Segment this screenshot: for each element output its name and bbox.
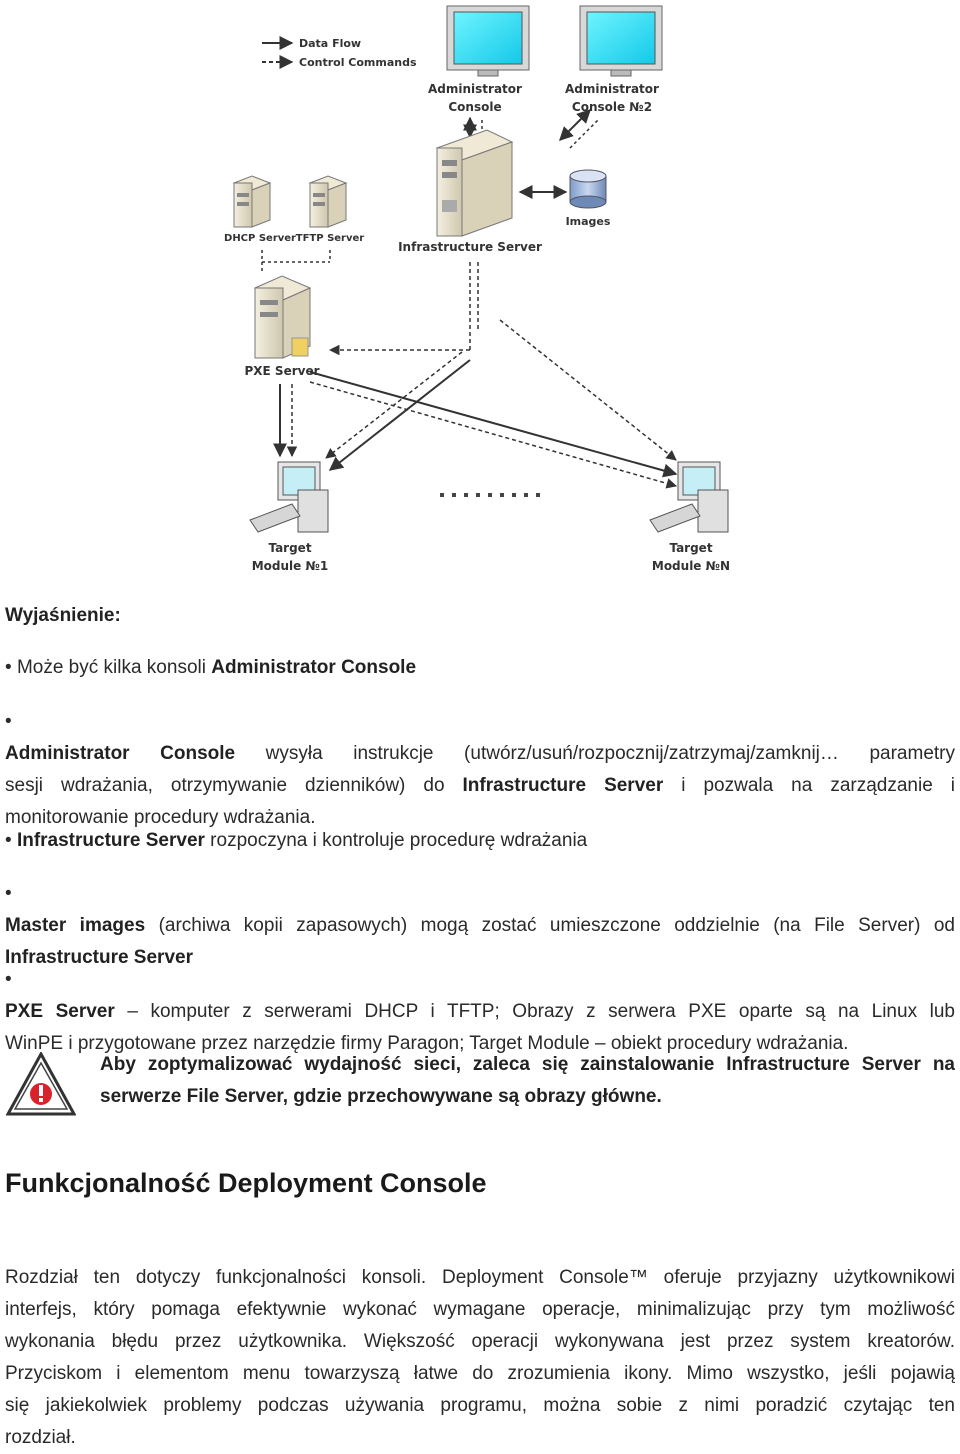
pxe-server-icon (253, 275, 312, 359)
pxe-server-label: PXE Server (245, 364, 320, 378)
dhcp-server-label: DHCP Server (224, 233, 296, 244)
ellipsis-dots (440, 493, 540, 497)
admin-console-1-label: Administrator (428, 82, 522, 96)
deployment-architecture-diagram: Data Flow Control Commands Administrator… (224, 5, 730, 573)
target-module-n-icon (649, 461, 729, 533)
bullet-multiple-consoles: Może być kilka konsoli Administrator Con… (5, 652, 955, 684)
diagram-legend: Data Flow Control Commands (262, 36, 417, 69)
images-database-icon (569, 169, 607, 209)
target-module-n-label: Target (669, 541, 712, 555)
target-module-1-label-2: Module №1 (252, 559, 329, 573)
bullet-admin-console: Administrator Console wysyła instrukcje … (5, 706, 955, 834)
admin-console-2-label: Administrator (565, 82, 659, 96)
section-paragraph: Rozdział ten dotyczy funkcjonalności kon… (5, 1267, 955, 1448)
infrastructure-server-label: Infrastructure Server (398, 240, 542, 254)
explanation-heading: Wyjaśnienie: (5, 605, 121, 626)
bullet-infrastructure-server: Infrastructure Server rozpoczyna i kontr… (5, 825, 955, 857)
target-module-n-label-2: Module №N (652, 559, 730, 573)
legend-control-commands: Control Commands (299, 56, 417, 69)
warning-note: Aby zoptymalizować wydajność sieci, zale… (100, 1054, 955, 1107)
dhcp-server-icon (232, 175, 272, 228)
target-module-1-icon (249, 461, 329, 533)
infrastructure-server-icon (435, 129, 514, 237)
target-module-1-label: Target (268, 541, 311, 555)
tftp-server-label: TFTP Server (296, 233, 365, 244)
admin-console-1-label-2: Console (448, 100, 501, 114)
tftp-server-icon (308, 175, 348, 228)
admin-console-1-icon (446, 5, 530, 77)
bullet-master-images: Master images (archiwa kopii zapasowych)… (5, 878, 955, 974)
admin-console-2-label-2: Console №2 (572, 100, 652, 114)
warning-icon (6, 1052, 76, 1116)
images-label: Images (566, 215, 611, 228)
section-title: Funkcjonalność Deployment Console (5, 1168, 487, 1198)
admin-console-2-icon (579, 5, 663, 77)
bullet-pxe-server: PXE Server – komputer z serwerami DHCP i… (5, 964, 955, 1060)
legend-data-flow: Data Flow (299, 37, 361, 50)
